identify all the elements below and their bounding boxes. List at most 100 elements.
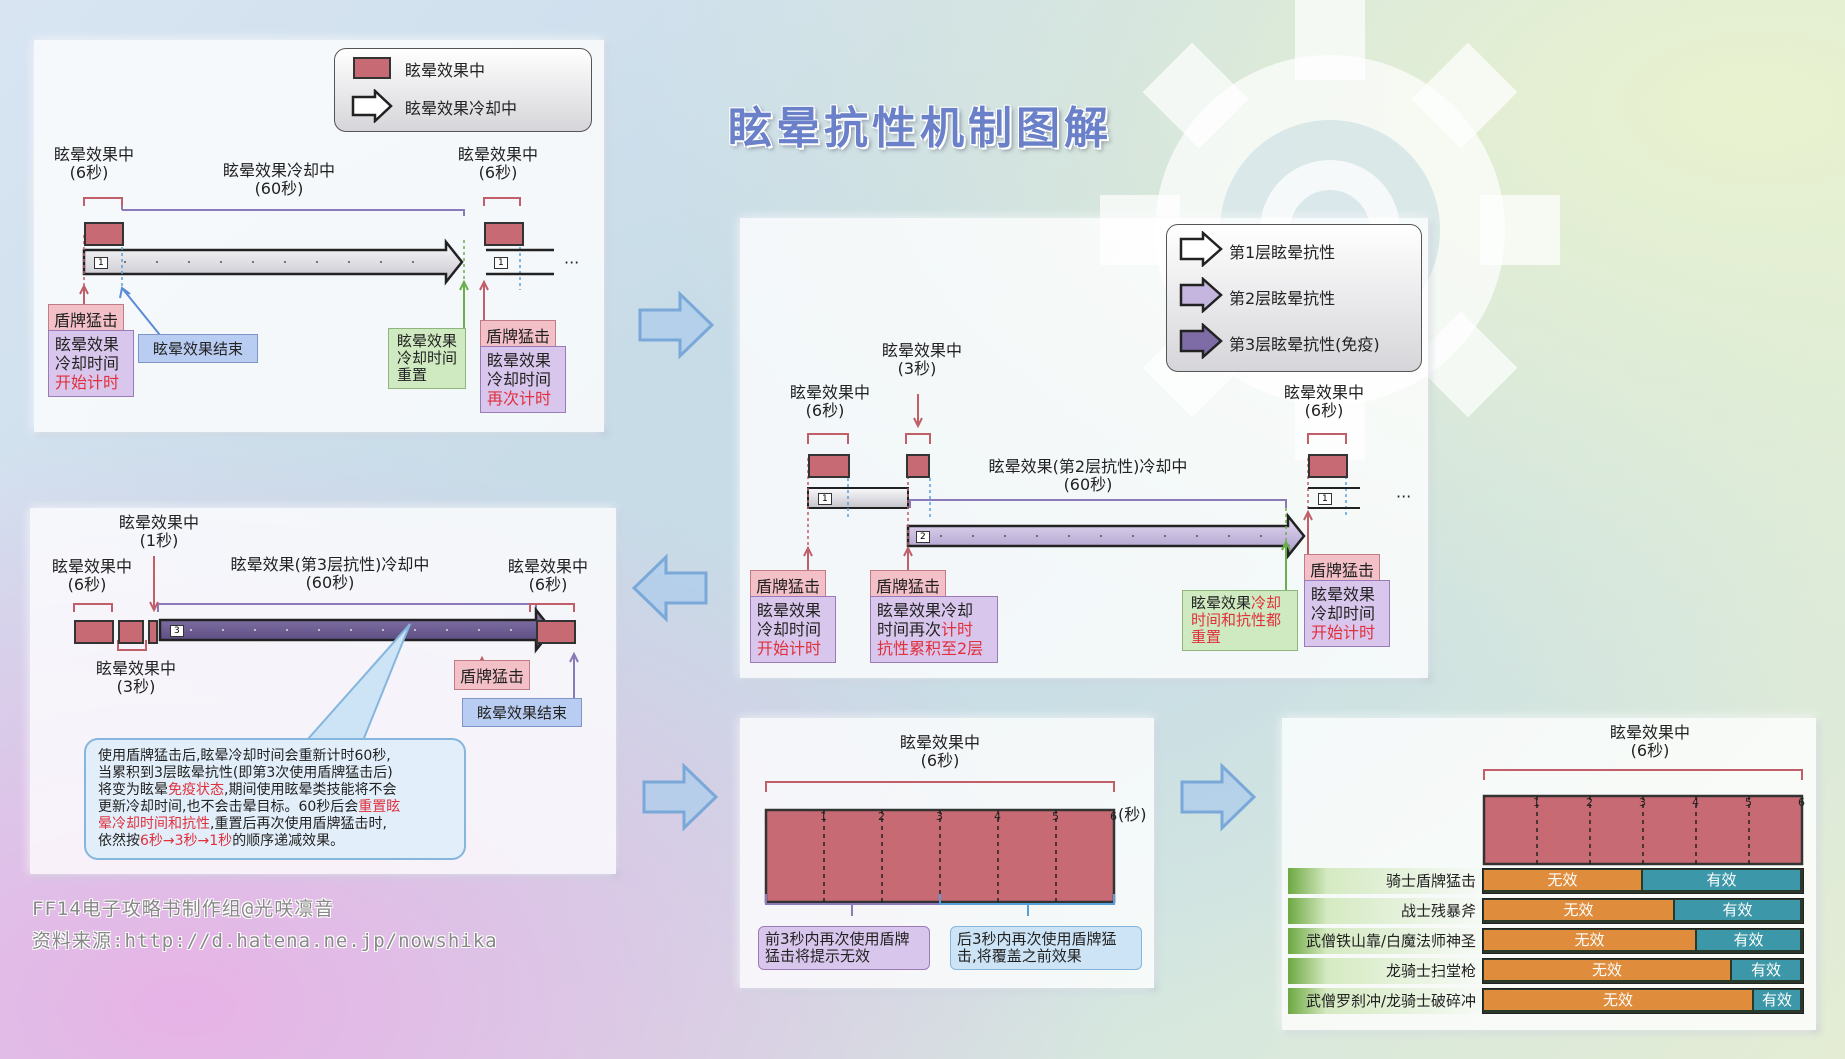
p2-shield-bash-b: 盾牌猛击 (870, 570, 947, 600)
resist-legend-box: 第1层眩晕抗性 第2层眩晕抗性 第2层眩晕抗性 第3层眩晕抗性(免疫) (1166, 224, 1422, 372)
p1-tag-start: 眩晕效果冷却时间开始计时 (48, 330, 134, 397)
p3-stun-block-d (148, 620, 158, 644)
skill-valid-segment: 有效 (1675, 900, 1800, 920)
skill-row-label: 武僧罗刹冲/龙骑士破碎冲 (1288, 988, 1484, 1014)
credit-author: FF14电子攻略书制作组@光咲凛音 (32, 898, 335, 920)
p4-tick-5: 5 (1052, 810, 1059, 823)
p3-stun-d-label: 眩晕效果中(3秒) (95, 659, 176, 696)
p1-stun-block-b (484, 222, 524, 246)
resist-2-label: 第2层眩晕抗性 (1229, 289, 1336, 308)
p1-cd-label: 眩晕效果冷却中(60秒) (222, 161, 335, 198)
flow-arrow-left (631, 553, 708, 623)
skill-row-label: 武僧铁山靠/白魔法师神圣 (1288, 928, 1484, 954)
flow-arrow-right-2 (642, 762, 719, 832)
p2-continue-dots: ··· (1396, 487, 1412, 506)
p3-stun-b-label: 眩晕效果中(1秒) (118, 513, 199, 550)
panel-second-resist: 第1层眩晕抗性 第2层眩晕抗性 第2层眩晕抗性 第3层眩晕抗性(免疫) 眩晕效果… (740, 218, 1428, 678)
p1-tag-restart: 眩晕效果冷却时间再次计时 (480, 346, 566, 413)
p5-tick-5: 5 (1745, 796, 1752, 809)
resist-3-arrow-icon (1179, 323, 1223, 359)
p2-stun-a-label: 眩晕效果中(6秒) (790, 383, 871, 420)
skill-invalid-segment: 无效 (1484, 930, 1695, 950)
skill-row-label: 骑士盾牌猛击 (1288, 868, 1484, 894)
p1-timeline (79, 197, 554, 341)
p1-stun-b-label: 眩晕效果中(6秒) (458, 145, 539, 182)
flow-arrow-right-3 (1180, 762, 1257, 832)
skill-invalid-segment: 无效 (1484, 900, 1673, 920)
p3-cd-label: 眩晕效果(第3层抗性)冷却中(60秒) (230, 555, 430, 592)
p3-shield-bash: 盾牌猛击 (454, 660, 531, 690)
p2-stun-block-c (1308, 454, 1348, 478)
p2-resist-level-b: 2 (916, 531, 930, 543)
panel-immune: 眩晕效果中(6秒) 眩晕效果中(1秒) 眩晕效果(第3层抗性)冷却中(60秒) … (30, 508, 616, 874)
p1-resist-level-a: 1 (94, 257, 108, 269)
legend-cooldown-arrow-icon (351, 89, 393, 123)
panel-reapply-window: 眩晕效果中(6秒) 1 2 3 4 5 6 (秒) 前3秒内再次使用盾牌猛击将提… (740, 718, 1154, 988)
p4-seconds-unit: (秒) (1118, 805, 1147, 824)
p5-tick-6: 6 (1798, 796, 1805, 809)
p2-resist-level-a: 1 (818, 493, 832, 505)
p2-stun-c-label: 眩晕效果中(6秒) (1284, 383, 1365, 420)
p2-tag-start: 眩晕效果冷却时间开始计时 (750, 596, 836, 663)
p3-stun-end-tag: 眩晕效果结束 (462, 698, 583, 727)
p5-tick-1: 1 (1533, 796, 1540, 809)
skill-invalid-segment: 无效 (1484, 870, 1641, 890)
resist-2-arrow-icon (1179, 277, 1223, 313)
p4-first-half-note: 前3秒内再次使用盾牌猛击将提示无效 (758, 926, 930, 970)
credit-source: 资料来源:http://d.hatena.ne.jp/nowshika (32, 930, 498, 952)
p2-shield-bash-c: 盾牌猛击 (1304, 554, 1381, 584)
flow-arrow-right-1 (638, 290, 715, 360)
p1-stun-end-tag: 眩晕效果结束 (138, 334, 259, 363)
p1-resist-level-b: 1 (494, 257, 508, 269)
p1-stun-block-a (84, 222, 124, 246)
p5-tick-4: 4 (1692, 796, 1699, 809)
immune-explanation-note: 使用盾牌猛击后,眩晕冷却时间会重新计时60秒, 当累积到3层眩晕抗性(即第3次使… (84, 738, 466, 860)
p5-tick-2: 2 (1586, 796, 1593, 809)
p2-tag-third: 眩晕效果冷却时间开始计时 (1304, 580, 1390, 647)
p3-stun-block-a (74, 620, 114, 644)
legend-stun-swatch (353, 57, 391, 79)
p4-tick-6: 6 (1110, 810, 1117, 823)
skill-valid-segment: 有效 (1754, 990, 1800, 1010)
page-title: 眩晕抗性机制图解 (728, 103, 1112, 154)
p1-shield-bash-b: 盾牌猛击 (480, 320, 557, 350)
p1-shield-bash-a: 盾牌猛击 (48, 304, 125, 334)
p4-second-half-note: 后3秒内再次使用盾牌猛击,将覆盖之前效果 (950, 926, 1142, 970)
p3-stun-a-label: 眩晕效果中(6秒) (52, 557, 133, 594)
skill-valid-segment: 有效 (1643, 870, 1800, 890)
skill-row-label: 龙骑士扫堂枪 (1288, 958, 1484, 984)
p4-bar (764, 781, 1116, 916)
panel-basic: 眩晕效果中 眩晕效果冷却中 眩晕效果中(6秒) 眩晕效果冷却中(60秒) 眩晕效… (34, 40, 604, 432)
p2-tag-second: 眩晕效果冷却 时间再次计时 抗性累积至2层 (870, 596, 998, 663)
p5-stun-label: 眩晕效果中(6秒) (1609, 723, 1690, 760)
p3-stun-block-c (536, 620, 576, 644)
legend-box: 眩晕效果中 眩晕效果冷却中 (334, 48, 592, 132)
p4-tick-4: 4 (994, 810, 1001, 823)
skill-valid-segment: 有效 (1697, 930, 1800, 950)
p2-resist-level-c: 1 (1318, 493, 1332, 505)
skill-row-label: 战士残暴斧 (1288, 898, 1484, 924)
skill-valid-segment: 有效 (1732, 960, 1800, 980)
legend-stun-label: 眩晕效果中 (405, 61, 486, 80)
p2-reset-tag: 眩晕效果冷却 时间和抗性都重置 (1182, 590, 1298, 651)
p3-stun-block-b (118, 620, 144, 644)
p2-cd-label: 眩晕效果(第2层抗性)冷却中(60秒) (988, 457, 1188, 494)
panel-skill-table: 眩晕效果中(6秒) 1 2 3 4 5 6 骑士盾牌猛击无效有效战士残暴斧无效有… (1282, 718, 1816, 1030)
p4-tick-1: 1 (820, 810, 827, 823)
p5-bar (1482, 769, 1804, 866)
p2-stun-block-a (808, 454, 850, 478)
p2-shield-bash-a: 盾牌猛击 (750, 570, 827, 600)
legend-cooldown-label: 眩晕效果冷却中 (405, 99, 518, 118)
p5-tick-3: 3 (1639, 796, 1646, 809)
resist-1-label: 第1层眩晕抗性 (1229, 243, 1336, 262)
resist-1-arrow-icon (1179, 231, 1223, 267)
skill-invalid-segment: 无效 (1484, 960, 1730, 980)
p3-resist-level: 3 (170, 625, 184, 637)
p2-stun-b-label: 眩晕效果中(3秒) (882, 341, 963, 378)
skill-invalid-segment: 无效 (1484, 990, 1752, 1010)
p4-tick-2: 2 (878, 810, 885, 823)
p3-stun-c-label: 眩晕效果中(6秒) (508, 557, 589, 594)
p1-continue-dots: ··· (564, 253, 580, 272)
resist-3-label-text: 第3层眩晕抗性(免疫) (1229, 335, 1380, 354)
p2-stun-block-b (906, 454, 930, 478)
